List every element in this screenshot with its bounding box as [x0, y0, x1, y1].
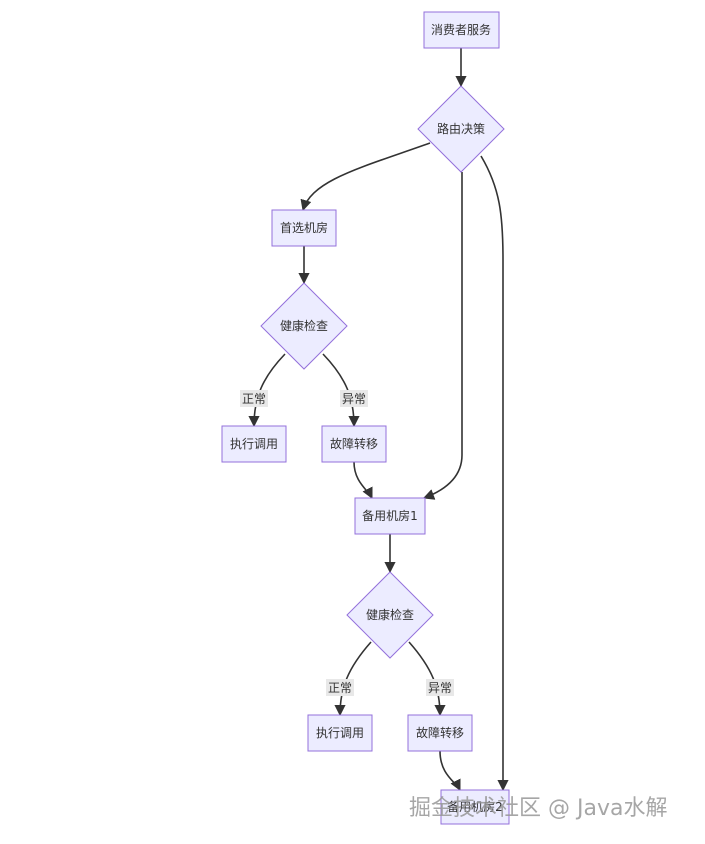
- svg-text:正常: 正常: [328, 681, 352, 695]
- node-health-check-1[interactable]: 健康检查: [260, 282, 348, 370]
- node-route-decision[interactable]: 路由决策: [417, 85, 505, 173]
- edge-health2-failover2: [408, 641, 446, 717]
- node-failover-2[interactable]: 故障转移: [407, 714, 473, 752]
- svg-text:首选机房: 首选机房: [280, 220, 328, 235]
- edge-route-backup2: [480, 155, 509, 792]
- edge-health2-exec2: [334, 641, 372, 717]
- edge-label-normal1: 正常: [240, 390, 268, 407]
- edge-health1-failover1: [322, 353, 360, 428]
- edge-failover1-backup1: [353, 461, 373, 500]
- node-failover-1[interactable]: 故障转移: [321, 425, 387, 463]
- svg-text:备用机房1: 备用机房1: [362, 508, 418, 523]
- watermark: 掘金技术社区 @ Java水解: [409, 796, 668, 821]
- node-primary-datacenter[interactable]: 首选机房: [271, 209, 337, 247]
- edge-label-abnormal2: 异常: [426, 679, 454, 696]
- svg-text:备用机房2: 备用机房2: [447, 799, 503, 814]
- node-execute-call-1[interactable]: 执行调用: [221, 425, 287, 463]
- node-execute-call-2[interactable]: 执行调用: [307, 714, 373, 752]
- edge-label-abnormal1: 异常: [340, 390, 368, 407]
- svg-text:异常: 异常: [342, 392, 366, 406]
- svg-text:正常: 正常: [242, 392, 266, 406]
- node-consumer-service[interactable]: 消费者服务: [423, 11, 500, 49]
- node-backup-datacenter-2[interactable]: 备用机房2: [440, 789, 510, 825]
- svg-text:故障转移: 故障转移: [330, 436, 378, 451]
- edge-route-primary: [300, 142, 431, 212]
- svg-text:执行调用: 执行调用: [230, 437, 278, 451]
- edge-health1-exec1: [248, 353, 286, 428]
- node-backup-datacenter-1[interactable]: 备用机房1: [354, 497, 426, 535]
- svg-text:路由决策: 路由决策: [437, 121, 485, 136]
- svg-text:异常: 异常: [428, 681, 452, 695]
- edge-label-normal2: 正常: [326, 679, 354, 696]
- edge-route-backup1: [422, 172, 463, 500]
- edge-failover2-backup2: [439, 750, 461, 792]
- svg-text:健康检查: 健康检查: [280, 318, 328, 333]
- node-health-check-2[interactable]: 健康检查: [346, 571, 434, 659]
- svg-text:健康检查: 健康检查: [366, 607, 414, 622]
- svg-text:消费者服务: 消费者服务: [431, 22, 491, 37]
- svg-text:执行调用: 执行调用: [316, 726, 364, 740]
- svg-text:故障转移: 故障转移: [416, 725, 464, 740]
